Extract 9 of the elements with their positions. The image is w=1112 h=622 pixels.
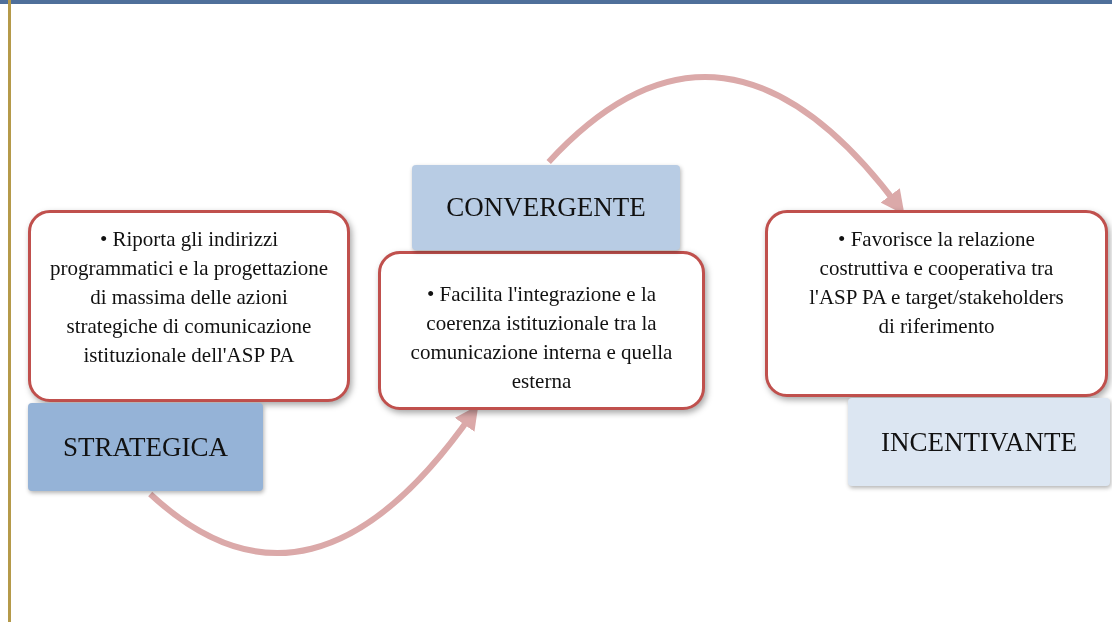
heading-box: STRATEGICA xyxy=(28,403,263,491)
bullet-point: • Favorisce la relazione costruttiva e cooperativa tra l'ASP PA e target/stakeholders di riferimento xyxy=(808,226,1065,340)
heading-box: CONVERGENTE xyxy=(412,165,680,250)
text-card xyxy=(28,210,350,402)
text-card xyxy=(378,251,705,410)
text-card xyxy=(765,210,1108,397)
bullet-point: • Riporta gli indirizzi programmatici e la progettazione di massima delle azioni strategiche di comunicazione istituzionale dell'ASP PA xyxy=(48,226,330,369)
bullet-point: • Facilita l'integrazione e la coerenza istituzionale tra la comunicazione interna e quella esterna xyxy=(409,281,674,395)
heading-box: INCENTIVANTE xyxy=(848,398,1110,486)
